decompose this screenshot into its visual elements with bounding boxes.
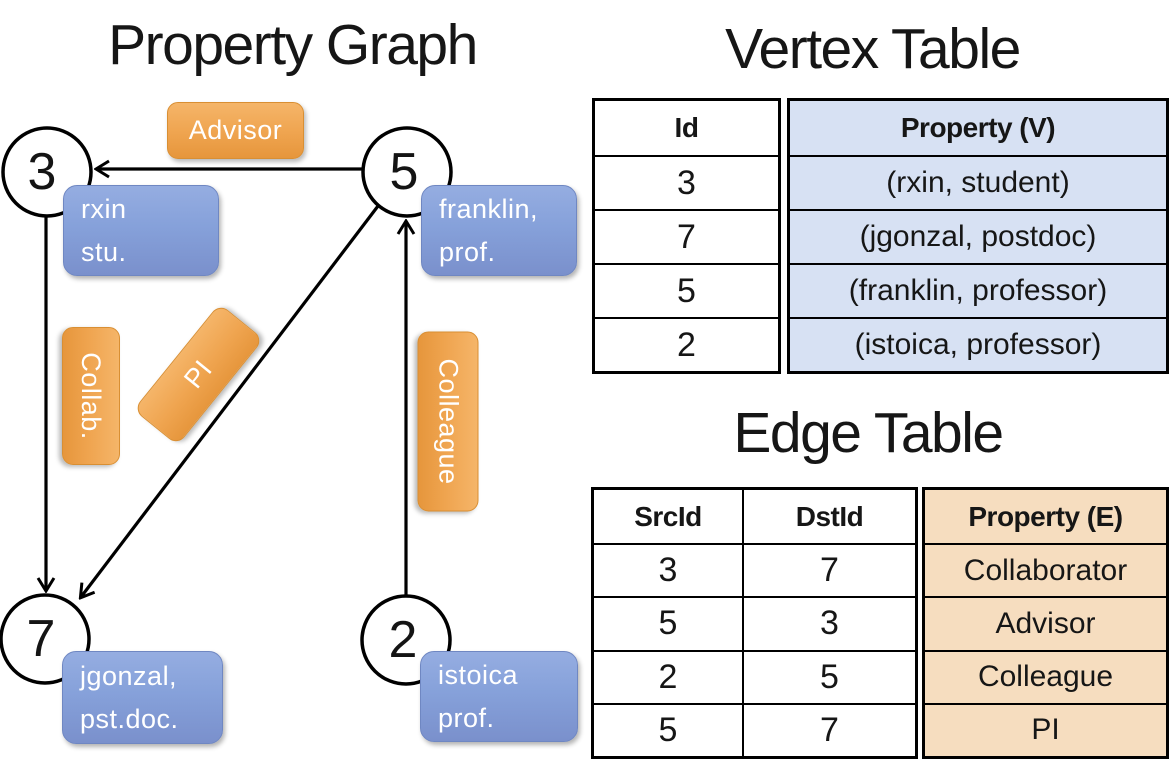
edge-table-property-cell: Colleague [925, 649, 1166, 703]
vertex-table-property-column: Property (V) (rxin, student) (jgonzal, p… [787, 98, 1169, 374]
edge-table-dst-cell: 3 [744, 596, 915, 649]
vertex-table-id-header: Id [674, 112, 699, 143]
vertex-prop-jgonzal: jgonzal, pst.doc. [62, 651, 223, 744]
edge-table-srcid-header: SrcId [594, 490, 744, 544]
vertex-table-property-cell: (rxin, student) [790, 155, 1166, 209]
edge-table-dstid-header: DstId [795, 500, 864, 532]
vertex-table-id-cell: 2 [595, 317, 778, 371]
vertex-table-title: Vertex Table [725, 17, 1021, 81]
vertex-table-property-cell: (istoica, professor) [790, 317, 1166, 371]
edge-table-src-cell: 3 [594, 543, 744, 597]
vertex-id-3: 3 [27, 143, 57, 201]
vertex-table-property-cell: (franklin, professor) [790, 263, 1166, 317]
edge-table-src-cell: 2 [594, 649, 744, 703]
edge-table-property-cell: Collaborator [925, 543, 1166, 596]
vertex-table-property-header: Property (V) [900, 112, 1056, 143]
edge-table-property-column: Property (E) Collaborator Advisor Collea… [922, 487, 1169, 759]
edge-table-property-cell: Advisor [925, 596, 1166, 649]
edge-table-dst-cell: 5 [744, 649, 915, 703]
vertex-id-5: 5 [389, 143, 419, 201]
edge-table-src-cell: 5 [594, 702, 744, 756]
edge-table-src-cell: 5 [594, 596, 744, 650]
edge-table-dst-cell: 7 [744, 543, 915, 596]
vertex-id-2: 2 [388, 611, 418, 669]
edge-table-title: Edge Table [733, 401, 1004, 465]
vertex-table-id-cell: 3 [595, 155, 778, 209]
edge-label-collab: Collab. [62, 327, 120, 465]
vertex-table-id-cell: 7 [595, 209, 778, 263]
vertex-prop-franklin: franklin, prof. [421, 185, 577, 276]
edge-table-id-columns: SrcId DstId 3 7 5 3 2 5 5 7 [591, 487, 918, 759]
edge-label-colleague: Colleague [417, 331, 479, 512]
property-graph-title: Property Graph [108, 13, 478, 77]
edge-label-advisor: Advisor [167, 102, 304, 159]
vertex-table-id-column: Id 3 7 5 2 [592, 98, 781, 374]
vertex-prop-istoica: istoica prof. [420, 651, 578, 742]
edge-table-dst-cell: 7 [744, 702, 915, 756]
edge-arrow-5-to-7 [81, 205, 380, 597]
edge-table-property-cell: PI [925, 702, 1166, 756]
vertex-table-property-cell: (jgonzal, postdoc) [790, 209, 1166, 263]
edge-table-property-header: Property (E) [968, 500, 1123, 532]
vertex-prop-rxin: rxin stu. [63, 185, 219, 276]
vertex-id-7: 7 [26, 610, 56, 668]
vertex-table-id-cell: 5 [595, 263, 778, 317]
